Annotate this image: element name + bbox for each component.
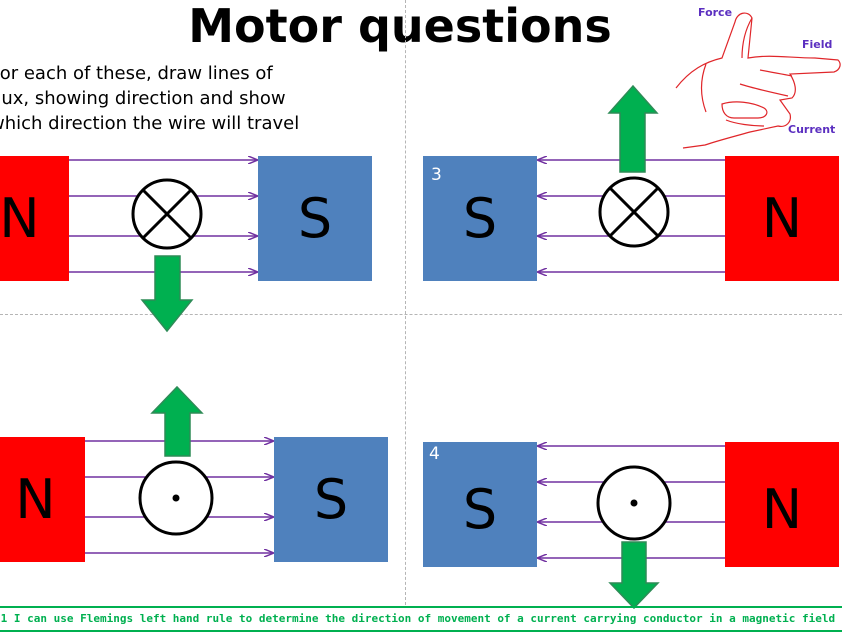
panel-number: 4: [429, 444, 440, 464]
south-magnet-4: S: [423, 442, 537, 567]
force-arrow-down: [140, 255, 194, 333]
north-magnet-1: N: [0, 156, 69, 281]
force-arrow-up: [607, 84, 659, 173]
horizontal-divider: [0, 314, 842, 315]
wire-into-page-icon: [598, 176, 670, 248]
vertical-divider: [405, 0, 406, 605]
panel-number: 3: [431, 165, 442, 185]
wire-into-page-icon: [131, 178, 203, 250]
wire-out-of-page-icon: [138, 460, 214, 536]
pole-label: N: [15, 468, 56, 531]
force-arrow-down: [608, 541, 660, 610]
footer-objective: E1 I can use Flemings left hand rule to …: [0, 606, 842, 632]
north-magnet-2: N: [725, 156, 839, 281]
south-magnet-1: S: [258, 156, 372, 281]
current-label: Current: [788, 123, 835, 136]
instruction-line: flux, showing direction and show: [0, 88, 286, 109]
left-hand-rule-icon: [675, 12, 841, 149]
south-magnet-3: S: [274, 437, 388, 562]
wire-out-of-page-icon: [596, 465, 672, 541]
page-title: Motor questions: [188, 0, 612, 53]
pole-label: N: [761, 478, 803, 541]
instruction-line: For each of these, draw lines of: [0, 63, 273, 84]
force-arrow-up: [150, 385, 204, 457]
pole-label: N: [761, 187, 803, 250]
pole-label: S: [462, 187, 498, 250]
footer-text: E1 I can use Flemings left hand rule to …: [0, 612, 836, 625]
pole-label: S: [297, 187, 333, 250]
pole-label: S: [313, 468, 349, 531]
force-label: Force: [698, 6, 732, 19]
field-label: Field: [802, 38, 832, 51]
instruction-line: which direction the wire will travel: [0, 113, 300, 134]
pole-label: N: [0, 187, 40, 250]
pole-label: S: [462, 478, 498, 541]
instructions: For each of these, draw lines of flux, s…: [0, 61, 320, 136]
north-magnet-4: N: [725, 442, 839, 567]
north-magnet-3: N: [0, 437, 85, 562]
south-magnet-2: S: [423, 156, 537, 281]
